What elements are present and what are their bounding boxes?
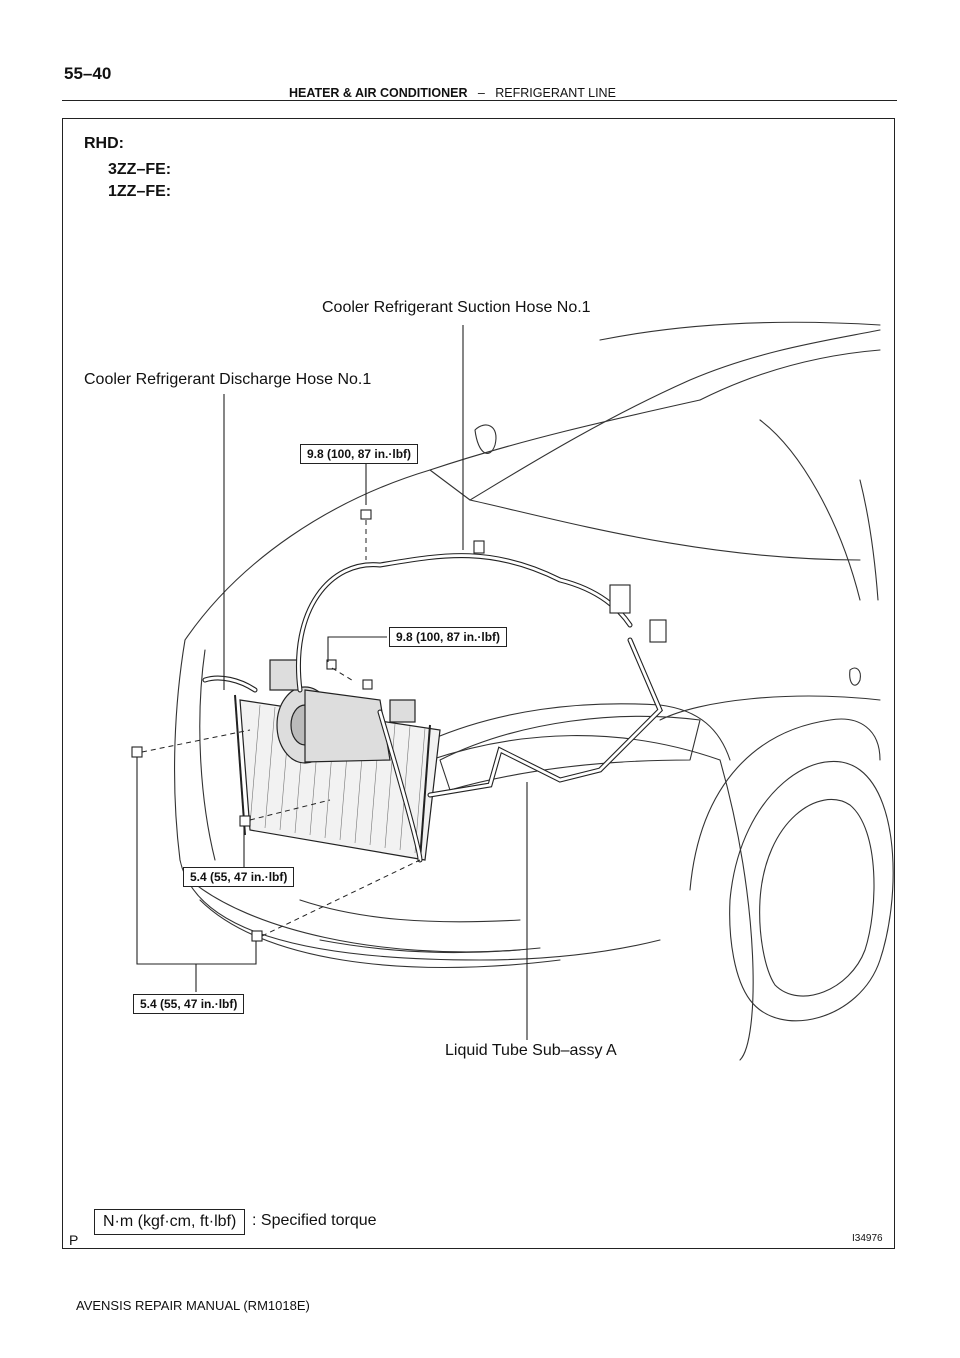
torque-units-legend-box: N·m (kgf·cm, ft·lbf) — [94, 1209, 246, 1235]
figure-frame — [62, 118, 895, 1249]
header-title: HEATER & AIR CONDITIONER – REFRIGERANT L… — [289, 86, 616, 100]
section-title: HEATER & AIR CONDITIONER — [289, 86, 468, 100]
torque-spec-lower: 5.4 (55, 47 in.·lbf) — [183, 867, 295, 887]
subsection-title: REFRIGERANT LINE — [495, 86, 616, 100]
header-rule — [62, 100, 897, 101]
discharge-hose-label: Cooler Refrigerant Discharge Hose No.1 — [84, 371, 372, 388]
figure-title: RHD: — [84, 135, 124, 152]
corner-mark: P — [69, 1232, 79, 1248]
manual-footer: AVENSIS REPAIR MANUAL (RM1018E) — [76, 1298, 310, 1313]
torque-spec-bottom: 5.4 (55, 47 in.·lbf) — [133, 994, 245, 1014]
page-number: 55–40 — [64, 64, 112, 83]
liquid-tube-label: Liquid Tube Sub–assy A — [445, 1042, 617, 1059]
figure-id: I34976 — [852, 1233, 883, 1244]
torque-spec-top: 9.8 (100, 87 in.·lbf) — [300, 444, 419, 464]
engine-label-1zz: 1ZZ–FE: — [108, 183, 172, 200]
torque-spec-middle: 9.8 (100, 87 in.·lbf) — [389, 627, 508, 647]
suction-hose-label: Cooler Refrigerant Suction Hose No.1 — [322, 299, 591, 316]
engine-label-3zz: 3ZZ–FE: — [108, 161, 172, 178]
torque-legend-text: : Specified torque — [252, 1212, 377, 1229]
header-separator: – — [477, 86, 485, 100]
